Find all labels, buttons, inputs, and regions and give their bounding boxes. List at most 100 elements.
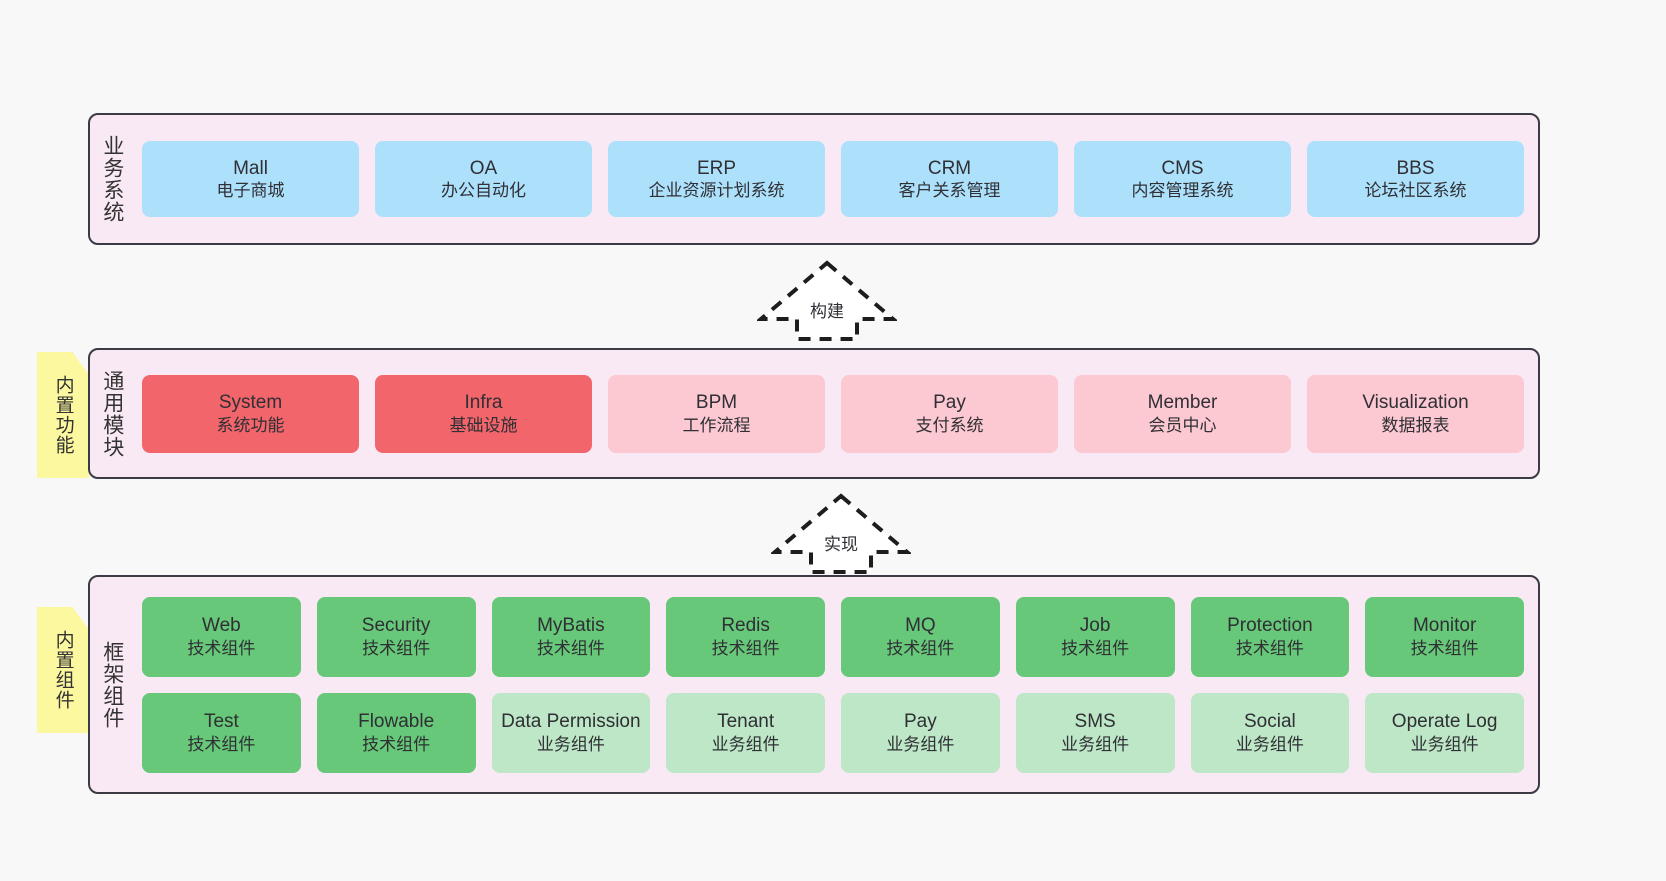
node-title: Pay [904, 711, 937, 732]
arrow-label: 构建 [810, 302, 844, 321]
layer-common-module: 通用模块 System 系统功能 Infra 基础设施 BPM 工作流程 Pay… [88, 348, 1540, 479]
node-sms[interactable]: SMS 业务组件 [1015, 692, 1175, 773]
node-title: Pay [933, 392, 966, 413]
node-subtitle: 业务组件 [711, 734, 780, 754]
box-row: System 系统功能 Infra 基础设施 BPM 工作流程 Pay 支付系统… [142, 374, 1524, 453]
node-job[interactable]: Job 技术组件 [1015, 596, 1175, 677]
node-data-permission[interactable]: Data Permission 业务组件 [491, 692, 651, 773]
arrow-implement: 实现 [771, 492, 911, 576]
node-title: CRM [927, 157, 972, 179]
node-subtitle: 会员中心 [1148, 415, 1217, 435]
box-row: Mall 电子商城 OA 办公自动化 ERP 企业资源计划系统 CRM 客户关系… [142, 141, 1524, 217]
node-title: Social [1244, 711, 1296, 732]
node-title: BPM [695, 392, 738, 413]
node-system[interactable]: System 系统功能 [142, 374, 359, 453]
layer-body: Web 技术组件 Security 技术组件 MyBatis 技术组件 Redi… [134, 596, 1538, 773]
layer-body: Mall 电子商城 OA 办公自动化 ERP 企业资源计划系统 CRM 客户关系… [134, 141, 1538, 217]
node-title: Redis [721, 615, 770, 636]
node-subtitle: 数据报表 [1381, 415, 1450, 435]
node-subtitle: 技术组件 [187, 638, 256, 658]
node-subtitle: 技术组件 [886, 638, 955, 658]
node-member[interactable]: Member 会员中心 [1074, 374, 1291, 453]
node-subtitle: 技术组件 [362, 638, 431, 658]
node-title: Monitor [1412, 615, 1477, 636]
node-title: Operate Log [1391, 711, 1498, 732]
node-erp[interactable]: ERP 企业资源计划系统 [608, 141, 825, 217]
sticky-note-label: 内置功能 [52, 375, 74, 455]
layer-business-system: 业务系统 Mall 电子商城 OA 办公自动化 ERP 企业资源计划系统 CRM… [88, 113, 1540, 245]
node-subtitle: 技术组件 [1235, 638, 1304, 658]
node-title: Security [361, 615, 431, 636]
node-subtitle: 业务组件 [1410, 734, 1479, 754]
node-protection[interactable]: Protection 技术组件 [1190, 596, 1350, 677]
node-web[interactable]: Web 技术组件 [142, 596, 301, 677]
node-redis[interactable]: Redis 技术组件 [666, 596, 825, 677]
node-mall[interactable]: Mall 电子商城 [142, 141, 359, 217]
node-subtitle: 业务组件 [886, 734, 955, 754]
node-title: Protection [1227, 615, 1313, 636]
node-title: MQ [905, 615, 936, 636]
layer-body: System 系统功能 Infra 基础设施 BPM 工作流程 Pay 支付系统… [134, 374, 1538, 453]
node-visualization[interactable]: Visualization 数据报表 [1307, 374, 1524, 453]
node-subtitle: 内容管理系统 [1131, 181, 1234, 201]
node-subtitle: 技术组件 [187, 734, 256, 754]
node-oa[interactable]: OA 办公自动化 [375, 141, 592, 217]
node-title: System [218, 392, 283, 413]
node-subtitle: 基础设施 [449, 415, 518, 435]
node-security[interactable]: Security 技术组件 [316, 596, 476, 677]
page-fold-icon [72, 352, 89, 369]
node-title: Web [202, 615, 241, 636]
dashed-hollow-up-arrow-icon [757, 260, 897, 341]
box-row: Web 技术组件 Security 技术组件 MyBatis 技术组件 Redi… [142, 596, 1524, 677]
layer-title-business-system: 业务系统 [100, 135, 124, 223]
node-monitor[interactable]: Monitor 技术组件 [1365, 596, 1524, 677]
node-title: Test [203, 711, 239, 732]
node-operate-log[interactable]: Operate Log 业务组件 [1365, 692, 1524, 773]
node-subtitle: 业务组件 [1061, 734, 1130, 754]
node-subtitle: 业务组件 [536, 734, 605, 754]
arrow-label: 实现 [824, 535, 858, 554]
node-subtitle: 论坛社区系统 [1364, 181, 1467, 201]
node-bpm[interactable]: BPM 工作流程 [608, 374, 825, 453]
node-subtitle: 企业资源计划系统 [648, 181, 785, 201]
node-cms[interactable]: CMS 内容管理系统 [1074, 141, 1291, 217]
node-title: CMS [1161, 157, 1204, 179]
node-subtitle: 技术组件 [362, 734, 431, 754]
arrow-build: 构建 [757, 259, 897, 343]
node-title: Visualization [1362, 392, 1469, 413]
node-mq[interactable]: MQ 技术组件 [841, 596, 1000, 677]
layer-framework-component: 框架组件 Web 技术组件 Security 技术组件 MyBatis 技术组件… [88, 575, 1540, 794]
node-title: Data Permission [501, 711, 641, 732]
node-subtitle: 技术组件 [1061, 638, 1130, 658]
layer-title-framework-component: 框架组件 [100, 640, 124, 729]
node-subtitle: 支付系统 [915, 415, 984, 435]
node-pay-business[interactable]: Pay 业务组件 [841, 692, 1000, 773]
node-title: Flowable [358, 711, 435, 732]
node-pay[interactable]: Pay 支付系统 [841, 374, 1058, 453]
box-row: Test 技术组件 Flowable 技术组件 Data Permission … [142, 692, 1524, 773]
node-title: OA [469, 157, 498, 179]
node-bbs[interactable]: BBS 论坛社区系统 [1307, 141, 1524, 217]
node-subtitle: 技术组件 [1410, 638, 1479, 658]
node-social[interactable]: Social 业务组件 [1190, 692, 1350, 773]
node-subtitle: 办公自动化 [441, 181, 526, 201]
node-title: SMS [1074, 711, 1116, 732]
node-crm[interactable]: CRM 客户关系管理 [841, 141, 1058, 217]
sticky-note-builtin-function: 内置功能 [37, 352, 89, 478]
node-flowable[interactable]: Flowable 技术组件 [316, 692, 476, 773]
layer-title-common-module: 通用模块 [100, 369, 124, 458]
node-subtitle: 技术组件 [536, 638, 605, 658]
node-subtitle: 系统功能 [216, 415, 285, 435]
node-mybatis[interactable]: MyBatis 技术组件 [491, 596, 651, 677]
node-title: Infra [464, 392, 503, 413]
node-title: ERP [696, 157, 737, 179]
node-subtitle: 技术组件 [711, 638, 780, 658]
node-tenant[interactable]: Tenant 业务组件 [666, 692, 825, 773]
node-title: BBS [1396, 157, 1435, 179]
node-test[interactable]: Test 技术组件 [142, 692, 301, 773]
node-title: MyBatis [537, 615, 605, 636]
node-title: Member [1147, 392, 1218, 413]
node-infra[interactable]: Infra 基础设施 [375, 374, 592, 453]
node-title: Job [1079, 615, 1111, 636]
